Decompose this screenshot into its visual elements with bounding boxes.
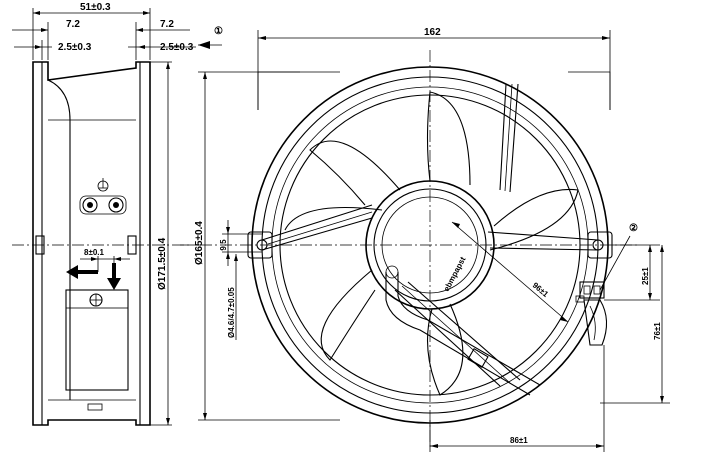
front-view: 162 Ø165±0.4 9.5 Ø4.6/4.7±0.05: [180, 27, 670, 452]
mount-diameter-label: Ø165±0.4: [194, 221, 205, 265]
bottom-offset-label: 86±1: [510, 436, 528, 445]
airflow-callout: ①: [198, 26, 223, 49]
hub-distance-label: 96±1: [531, 281, 551, 300]
blades: [284, 91, 579, 396]
overall-width-label: 51±0.3: [80, 2, 111, 13]
callout-2-marker: ②: [629, 223, 638, 234]
connector-offset-dimension: 76±1: [600, 245, 670, 404]
right-rim-label: 2.5±0.3: [160, 42, 194, 53]
connector-offset-label: 76±1: [653, 322, 662, 340]
side-diameter-dimension: Ø171.5±0.4: [157, 62, 170, 425]
right-offset-label: 7.2: [160, 19, 174, 30]
left-rim-label: 2.5±0.3: [58, 42, 92, 53]
connector-height-dimension: 25±1: [604, 244, 660, 301]
terminal-spacing-label: 8±0.1: [84, 248, 105, 257]
side-view: 51±0.3 7.2 7.2 2.5±0.3 2.5±0.3: [12, 2, 200, 426]
connector-height-label: 25±1: [641, 267, 650, 285]
cable: [385, 265, 541, 396]
outer-diameter-label: Ø171.5±0.4: [157, 237, 168, 290]
side-top-dimensions: 51±0.3 7.2 7.2 2.5±0.3 2.5±0.3: [12, 2, 196, 60]
square-size-label: 162: [424, 27, 441, 38]
hub-brand-label: ebmpapst: [442, 255, 468, 293]
callout-1-marker: ①: [214, 26, 223, 37]
square-width-dimension: 162: [257, 27, 611, 110]
connector-detail: ②: [575, 223, 638, 346]
left-offset-label: 7.2: [66, 19, 80, 30]
hole-diameter-label: Ø4.6/4.7±0.05: [227, 287, 236, 338]
side-profile: [12, 61, 200, 426]
bottom-offset-dimension: 86±1: [429, 345, 605, 452]
airflow-arrows: 8±0.1: [66, 248, 130, 290]
